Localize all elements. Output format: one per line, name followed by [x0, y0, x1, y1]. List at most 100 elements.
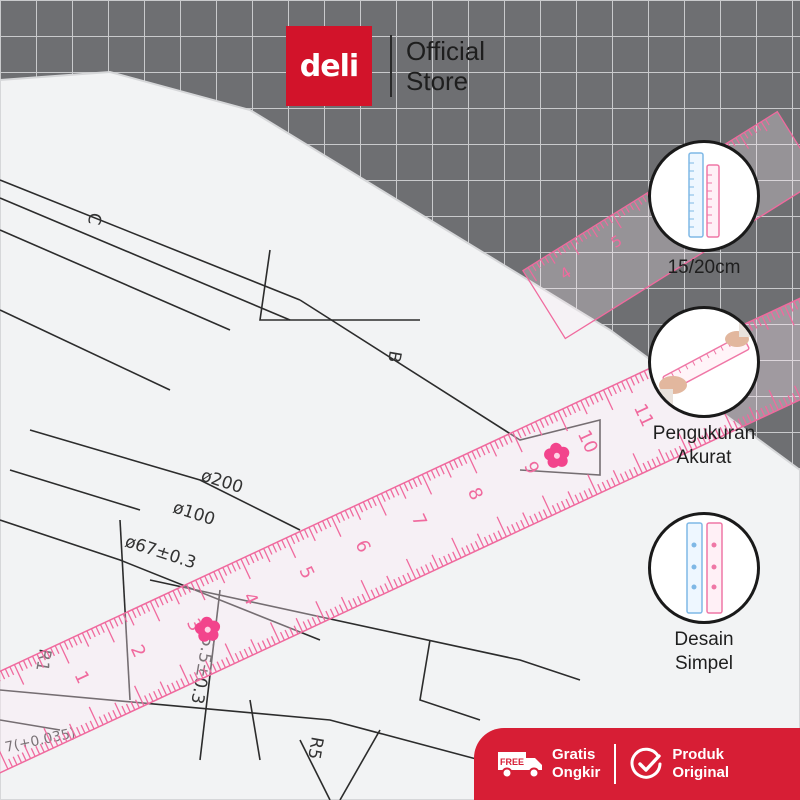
ruler-tick — [778, 399, 784, 409]
ruler-tick — [556, 502, 562, 512]
ruler-tick — [180, 678, 186, 688]
ruler-tick — [198, 669, 204, 679]
ruler-tick — [50, 647, 56, 657]
ruler-tick — [23, 744, 32, 759]
ruler-tick — [797, 298, 800, 308]
ruler-tick — [489, 442, 498, 457]
brand-logo-text: deli — [299, 48, 359, 84]
ruler-tick — [677, 431, 689, 453]
ruler-tick — [610, 477, 616, 487]
long-ruler: 123456789101112 — [0, 283, 800, 775]
flower-petal — [550, 442, 563, 455]
flower-center — [204, 626, 211, 633]
ruler-tick — [793, 300, 799, 310]
ruler-tick — [357, 595, 362, 605]
ruler-tick — [737, 418, 743, 428]
ruler-tick — [338, 604, 344, 614]
ruler-tick — [703, 427, 711, 442]
ruler-tick — [88, 706, 100, 728]
ruler-tick — [544, 256, 550, 264]
ruler-tick — [406, 572, 412, 582]
ruler-tick — [719, 426, 725, 436]
flower-petal — [200, 616, 213, 629]
ruler-tick — [426, 472, 432, 481]
ruler-tick — [539, 419, 545, 428]
ruler-tick — [619, 473, 625, 483]
ruler-tick — [603, 219, 609, 227]
ruler-tick — [249, 554, 255, 564]
original-product-badge: Produk Original — [630, 728, 729, 800]
ruler-tick — [461, 547, 467, 557]
ruler-tick — [54, 645, 60, 655]
ruler-tick — [529, 515, 535, 525]
ruler-tick — [584, 398, 590, 407]
ruler-tick — [329, 608, 335, 618]
ruler-tick — [665, 452, 671, 461]
ruler-tick — [299, 531, 305, 540]
ruler-tick — [130, 701, 136, 711]
ruler-tick — [0, 748, 9, 770]
ruler-tick — [752, 319, 758, 329]
ruler-tick — [312, 524, 318, 534]
ruler-tick — [243, 648, 249, 658]
ruler-tick — [599, 222, 605, 229]
ruler-tick — [431, 554, 440, 569]
ruler-tick — [497, 530, 503, 540]
ruler-tick — [330, 516, 342, 537]
ruler-tick — [98, 716, 104, 726]
ruler-tick — [17, 754, 23, 764]
ruler-tick — [308, 527, 316, 542]
feature-size-circle — [648, 140, 760, 252]
ruler-tick — [792, 393, 798, 402]
ruler-tick — [548, 415, 554, 424]
ruler-tick — [457, 457, 463, 466]
ruler-tick — [643, 370, 649, 380]
ruler-tick — [235, 560, 241, 570]
ruler-tick — [86, 630, 92, 640]
ruler-tick — [334, 606, 340, 616]
ruler-tick — [565, 498, 571, 508]
drawing-paper — [0, 72, 800, 800]
ruler-tick — [530, 423, 536, 433]
ruler-tick — [430, 469, 436, 479]
ruler-tick — [453, 459, 459, 469]
ruler-tick — [593, 393, 599, 403]
ruler-tick — [567, 491, 575, 506]
ruler-tick — [606, 479, 612, 489]
ruler-tick — [208, 573, 214, 583]
free-shipping-badge: FREE Gratis Ongkir — [496, 728, 600, 800]
ruler-tick — [172, 590, 180, 605]
ruler-tick — [112, 710, 118, 719]
ruler-tick — [77, 634, 83, 644]
ruler-tick — [267, 546, 273, 555]
ruler-tick — [224, 643, 236, 664]
ruler-tick — [195, 579, 206, 601]
ruler-tick — [752, 126, 757, 134]
ruler-tick — [687, 441, 693, 451]
ruler-tick — [634, 374, 640, 384]
ruler-tick — [360, 579, 372, 601]
ruler-tick — [347, 600, 353, 609]
ruler-tick — [311, 617, 317, 626]
ruler-tick — [641, 195, 647, 203]
ruler-tick — [656, 456, 662, 466]
ruler-tick — [470, 543, 476, 552]
ruler-tick — [44, 741, 50, 751]
ruler-tick — [12, 756, 18, 766]
ruler-tick — [302, 621, 308, 630]
ruler-tick — [53, 737, 59, 747]
ruler-tick — [630, 376, 636, 386]
ruler-tick — [452, 551, 458, 561]
ruler-tick — [647, 460, 653, 470]
ruler-tick — [542, 509, 548, 518]
ruler-tick — [756, 317, 762, 327]
ruler-tick — [158, 596, 164, 606]
ruler-tick — [285, 537, 297, 559]
ruler-tick — [45, 649, 51, 659]
ruler-tick — [284, 629, 290, 639]
ruler-tick — [764, 118, 770, 126]
ruler-tick — [59, 643, 70, 664]
ruler-tick — [724, 424, 730, 434]
free-shipping-line2: Ongkir — [552, 764, 601, 781]
ruler-tick — [134, 685, 145, 707]
